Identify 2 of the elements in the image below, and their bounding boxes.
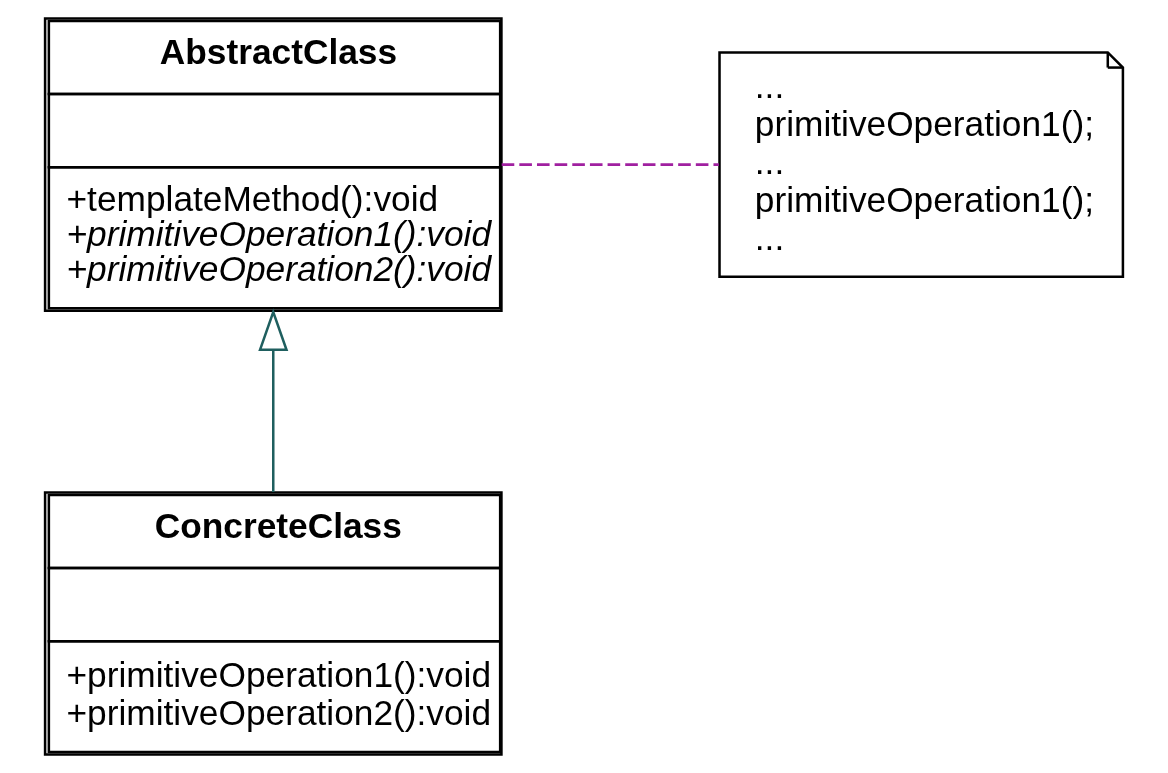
- connector: [501, 163, 719, 166]
- arrow: [258, 308, 289, 493]
